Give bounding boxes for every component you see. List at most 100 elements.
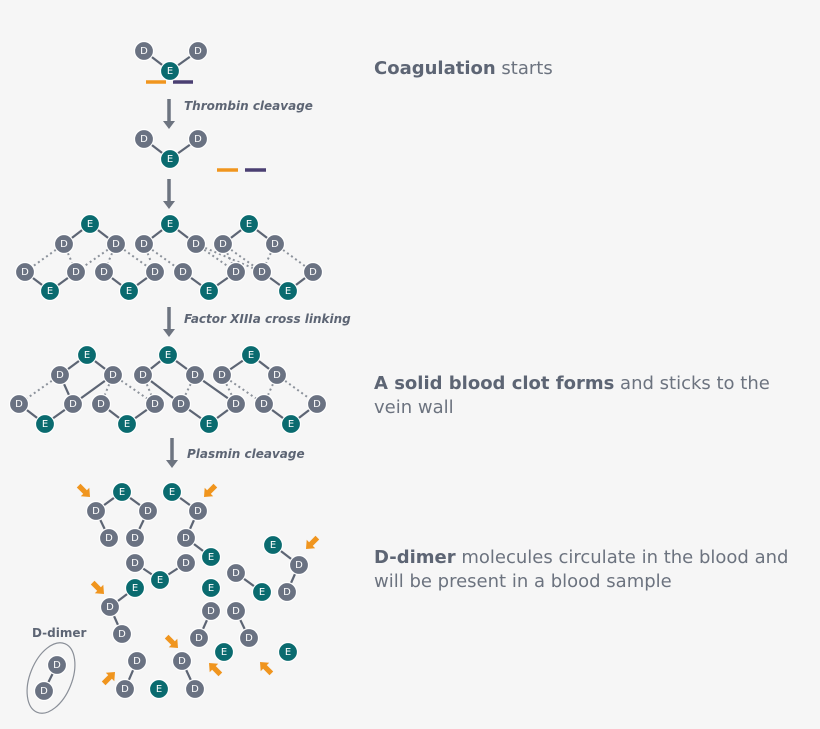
- d-node: D: [212, 233, 234, 255]
- d-node: D: [185, 233, 207, 255]
- d-node: D: [187, 40, 209, 62]
- node-letter: E: [208, 583, 214, 594]
- node-letter: D: [182, 533, 190, 544]
- node-circle: [225, 393, 247, 415]
- e-node: E: [238, 213, 260, 235]
- crosslink-line: [221, 374, 265, 405]
- node-letter: D: [121, 684, 129, 695]
- node-circle: [161, 481, 183, 503]
- node-circle: [172, 261, 194, 283]
- arrow-head: [163, 121, 175, 129]
- node-circle: [211, 364, 233, 386]
- cleavage-arrow-icon: [204, 483, 218, 497]
- d-node: D: [288, 554, 310, 576]
- node-circle: [225, 261, 247, 283]
- e-node: E: [277, 280, 299, 302]
- node-letter: E: [288, 419, 294, 430]
- node-letter: E: [206, 286, 212, 297]
- d-node: D: [187, 500, 209, 522]
- ddimer-description-rest: molecules circulate in the blood and wil…: [374, 547, 789, 592]
- coagulation-description-rest: starts: [495, 58, 553, 79]
- node-letter: E: [285, 286, 291, 297]
- node-circle: [188, 627, 210, 649]
- node-circle: [198, 280, 220, 302]
- node-letter: D: [260, 399, 268, 410]
- node-circle: [302, 261, 324, 283]
- node-letter: D: [140, 239, 148, 250]
- d-node: D: [8, 393, 30, 415]
- node-letter: E: [206, 419, 212, 430]
- node-circle: [264, 233, 286, 255]
- e-node: E: [200, 546, 222, 568]
- node-circle: [187, 500, 209, 522]
- d-node: D: [276, 581, 298, 603]
- clot-description: A solid blood clot forms and sticks to t…: [374, 372, 804, 420]
- node-letter: D: [218, 370, 226, 381]
- e-node: E: [161, 481, 183, 503]
- d-node: D: [302, 261, 324, 283]
- node-circle: [187, 40, 209, 62]
- e-node: E: [157, 344, 179, 366]
- node-circle: [184, 678, 206, 700]
- d-node: D: [170, 393, 192, 415]
- d-node: D: [65, 261, 87, 283]
- node-circle: [175, 527, 197, 549]
- node-circle: [90, 393, 112, 415]
- down-arrow-icon: [163, 99, 175, 129]
- node-letter: E: [47, 286, 53, 297]
- node-letter: E: [87, 219, 93, 230]
- node-letter: D: [40, 686, 48, 697]
- node-letter: E: [157, 575, 163, 586]
- step-label-plasmin: Plasmin cleavage: [187, 447, 305, 461]
- node-letter: D: [131, 558, 139, 569]
- ddimer-description: D-dimer molecules circulate in the blood…: [374, 546, 814, 594]
- node-circle: [159, 60, 181, 82]
- d-node: D: [225, 562, 247, 584]
- node-letter: E: [84, 350, 90, 361]
- node-circle: [114, 678, 136, 700]
- ddimer-description-bold: D-dimer: [374, 547, 456, 568]
- arrow-head: [163, 329, 175, 337]
- d-node: D: [211, 364, 233, 386]
- node-circle: [99, 596, 121, 618]
- node-letter: D: [92, 506, 100, 517]
- d-node: D: [53, 233, 75, 255]
- d-node: D: [238, 627, 260, 649]
- node-letter: D: [194, 506, 202, 517]
- node-circle: [33, 680, 55, 702]
- d-node: D: [266, 364, 288, 386]
- node-circle: [170, 393, 192, 415]
- node-letter: D: [105, 533, 113, 544]
- cleavage-arrow-icon: [164, 634, 178, 648]
- e-node: E: [262, 534, 284, 556]
- node-circle: [200, 600, 222, 622]
- node-letter: D: [118, 629, 126, 640]
- e-node: E: [240, 344, 262, 366]
- node-letter: D: [106, 602, 114, 613]
- node-circle: [212, 233, 234, 255]
- node-circle: [126, 650, 148, 672]
- node-letter: D: [140, 46, 148, 57]
- node-circle: [102, 364, 124, 386]
- node-circle: [159, 148, 181, 170]
- node-letter: D: [232, 267, 240, 278]
- node-letter: D: [182, 558, 190, 569]
- node-circle: [34, 413, 56, 435]
- e-node: E: [198, 280, 220, 302]
- d-node: D: [14, 261, 36, 283]
- e-node: E: [200, 577, 222, 599]
- node-circle: [111, 623, 133, 645]
- node-circle: [277, 280, 299, 302]
- node-circle: [133, 40, 155, 62]
- node-letter: D: [191, 370, 199, 381]
- node-letter: D: [178, 656, 186, 667]
- node-letter: D: [195, 633, 203, 644]
- node-letter: E: [165, 350, 171, 361]
- d-node: D: [225, 393, 247, 415]
- node-letter: D: [139, 370, 147, 381]
- d-node: D: [133, 128, 155, 150]
- cleavage-arrow-icon: [90, 580, 104, 594]
- d-node: D: [99, 596, 121, 618]
- node-circle: [288, 554, 310, 576]
- node-circle: [76, 344, 98, 366]
